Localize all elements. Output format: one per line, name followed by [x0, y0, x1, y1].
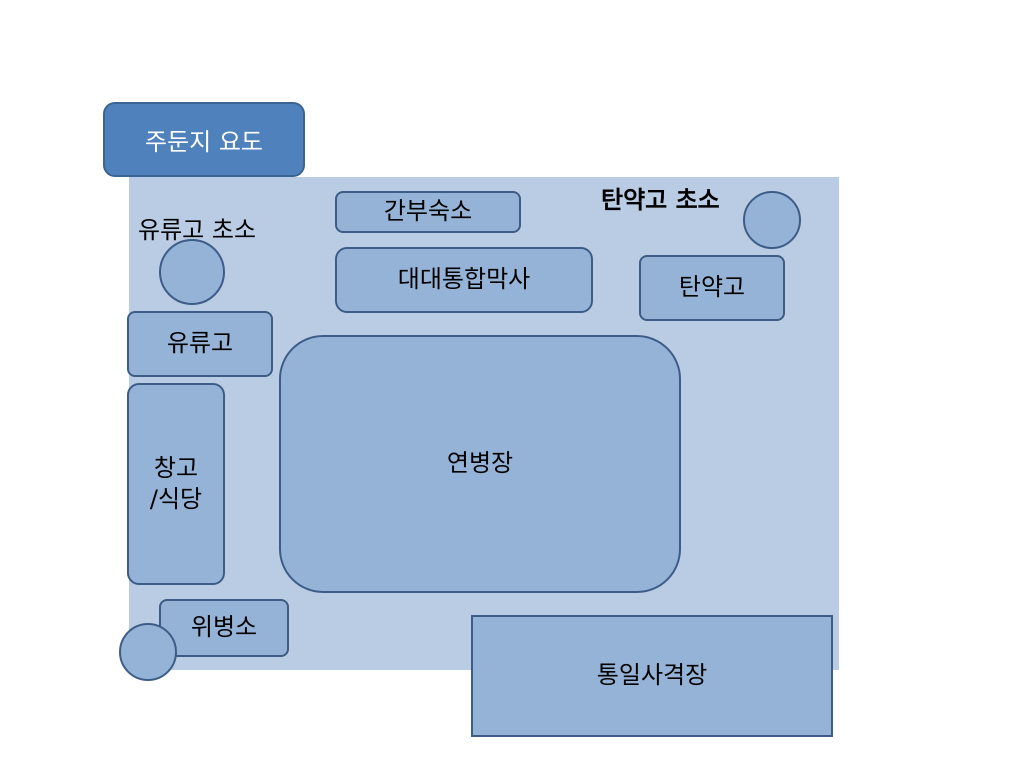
ammo-depot: 탄약고	[639, 255, 785, 321]
battalion-barracks: 대대통합막사	[335, 247, 593, 313]
parade-ground: 연병장	[279, 335, 681, 593]
warehouse-mess-hall: 창고 /식당	[127, 383, 225, 585]
fuel-guard-post	[159, 239, 225, 305]
guardhouse: 위병소	[159, 599, 289, 657]
warehouse-label-line2: /식당	[149, 485, 203, 513]
ammo-guard-post-label: 탄약고 초소	[601, 186, 720, 214]
map-title: 주둔지 요도	[103, 102, 305, 177]
fuel-depot: 유류고	[127, 311, 273, 377]
shooting-range: 통일사격장	[471, 615, 833, 737]
officer-quarters: 간부숙소	[335, 191, 521, 233]
ammo-guard-post	[743, 191, 801, 249]
warehouse-label-line1: 창고	[153, 453, 199, 482]
gate-guard-post	[119, 623, 177, 681]
